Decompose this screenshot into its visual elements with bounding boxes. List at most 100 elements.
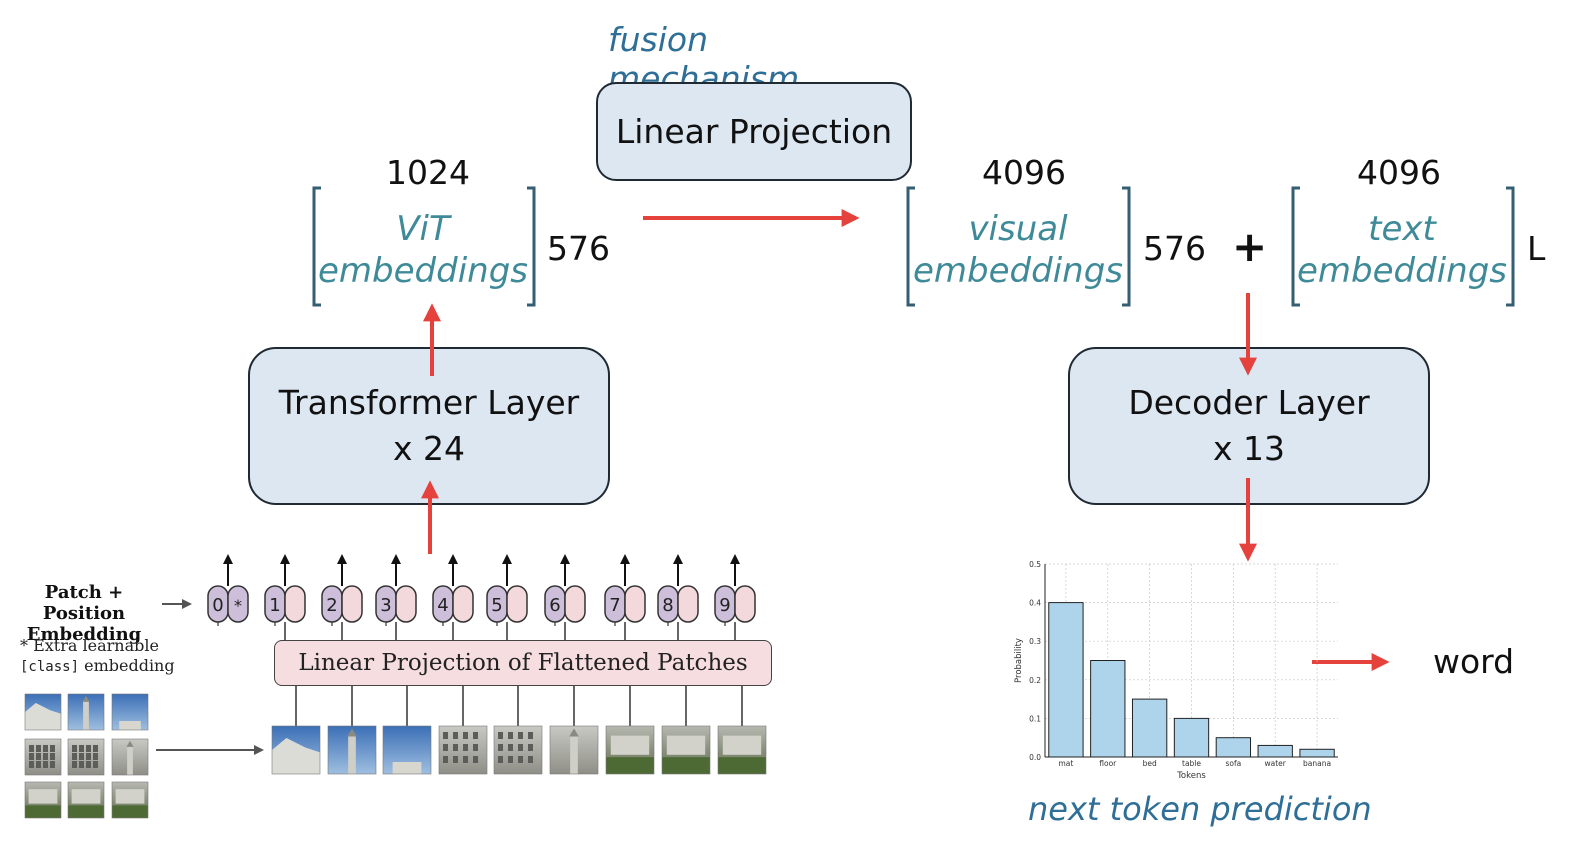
patch-background (439, 726, 487, 774)
window-shape (93, 753, 98, 760)
patch-background (383, 726, 431, 774)
text-dim-side: L (1527, 229, 1546, 268)
visual-label-line2: embeddings (913, 251, 1123, 291)
window-shape (518, 732, 523, 739)
text-dim-top: 4096 (1357, 153, 1441, 192)
patch-border (111, 738, 149, 776)
decoder-layer-count: x 13 (1212, 429, 1285, 468)
sequence-patch (382, 725, 432, 775)
x-axis-label: Tokens (1176, 771, 1206, 781)
facade-shape (722, 735, 762, 755)
grid-patch (67, 781, 105, 819)
token-column: 1 (264, 554, 306, 640)
visual-embeddings-label: visual embeddings (912, 208, 1124, 292)
window-shape (463, 744, 468, 751)
token-index: 9 (719, 595, 730, 616)
patch-border (24, 738, 62, 776)
token-index: 7 (609, 595, 620, 616)
sequence-patch (605, 725, 655, 775)
visual-dim-side: 576 (1143, 229, 1206, 268)
position-embedding-pill (486, 585, 508, 623)
bar-table (1173, 717, 1210, 758)
bar-banana (1299, 748, 1335, 758)
window-shape (79, 745, 84, 752)
window-shape (79, 761, 84, 768)
token-index: 4 (437, 595, 448, 616)
position-embedding-pill (604, 585, 626, 623)
x-tick-label: table (1182, 759, 1201, 768)
window-shape (498, 744, 503, 751)
y-axis-label: Probability (1014, 638, 1024, 683)
window-shape (508, 756, 513, 763)
position-embedding-pill (264, 585, 286, 623)
patch-border (549, 725, 599, 775)
patch-background (272, 726, 320, 774)
window-shape (93, 761, 98, 768)
window-shape (473, 732, 478, 739)
window-shape (498, 756, 503, 763)
sequence-patch (493, 725, 543, 775)
patch-background (112, 739, 148, 775)
window-shape (79, 753, 84, 760)
token-column: 5 (486, 554, 528, 640)
window-shape (528, 732, 533, 739)
window-shape (518, 756, 523, 763)
grid-patch (67, 693, 105, 731)
grid-patch (111, 781, 149, 819)
window-shape (43, 753, 48, 760)
patch-background (25, 739, 61, 775)
window-shape (43, 761, 48, 768)
linear-projection-box: Linear Projection (596, 82, 912, 181)
vit-label-line1: ViT (396, 209, 450, 249)
patch-background (550, 726, 598, 774)
text-label-line2: embeddings (1297, 251, 1507, 291)
window-shape (508, 732, 513, 739)
vit-dim-top: 1024 (386, 153, 470, 192)
x-tick-label: water (1265, 759, 1287, 768)
sequence-patch (661, 725, 711, 775)
extra-note-line2: [class] embedding (20, 656, 175, 677)
patch-border (67, 693, 105, 731)
window-shape (518, 744, 523, 751)
window-shape (29, 753, 34, 760)
bar-water (1257, 744, 1293, 758)
patch-background (68, 694, 104, 730)
facade-shape (28, 789, 58, 804)
patch-label-line1: Patch + Position (42, 582, 126, 624)
bar-sofa (1215, 737, 1252, 758)
window-shape (50, 745, 55, 752)
patch-background (112, 694, 148, 730)
patch-embedding-pill (506, 585, 528, 623)
window-shape (43, 745, 48, 752)
visual-label-line1: visual (968, 209, 1068, 249)
output-word: word (1433, 642, 1515, 681)
tower-shape (127, 746, 133, 775)
patch-embedding-pill (227, 585, 249, 623)
window-shape (498, 732, 503, 739)
lawn-shape (25, 805, 61, 818)
token-index: 6 (549, 595, 560, 616)
position-embedding-pill (375, 585, 397, 623)
window-shape (443, 756, 448, 763)
window-shape (50, 761, 55, 768)
x-tick-label: sofa (1225, 759, 1241, 768)
patch-embedding-pill (395, 585, 417, 623)
patch-border (271, 725, 321, 775)
building-shape (25, 703, 61, 730)
window-shape (36, 753, 41, 760)
token-index: 2 (326, 595, 337, 616)
linear-projection-patches-label: Linear Projection of Flattened Patches (298, 650, 748, 676)
patch-background (68, 782, 104, 818)
patch-border (605, 725, 655, 775)
window-shape (508, 744, 513, 751)
vit-dim-side: 576 (547, 229, 610, 268)
patch-border (24, 781, 62, 819)
token-column: 6 (544, 554, 586, 640)
plus-sign: + (1232, 222, 1268, 271)
patch-embedding-pill (624, 585, 646, 623)
patch-position-label: Patch + Position Embedding (10, 582, 158, 645)
grid-patch (111, 738, 149, 776)
window-shape (443, 744, 448, 751)
visual-dim-top: 4096 (982, 153, 1066, 192)
